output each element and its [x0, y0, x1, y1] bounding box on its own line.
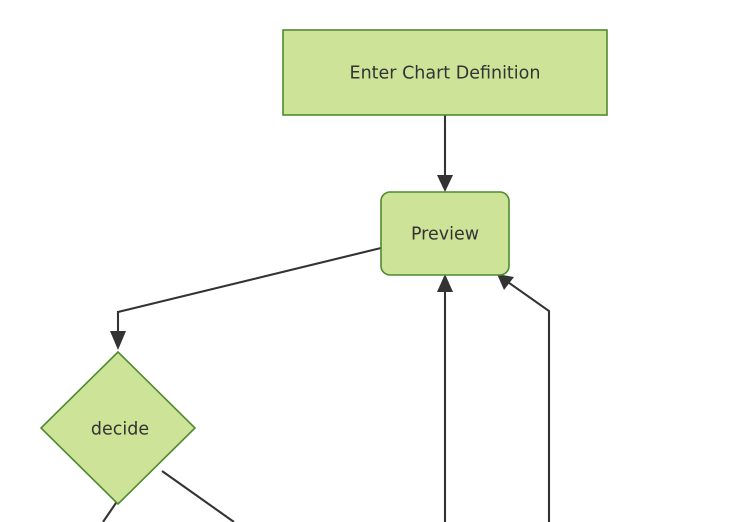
- node-label-enter-chart-definition: Enter Chart Definition: [350, 64, 541, 84]
- node-rounded-rectangle-shape: [380, 191, 510, 276]
- node-layer: Enter Chart Definition Preview decide: [39, 29, 608, 506]
- edge-decide-to-bottom-left[interactable]: [102, 499, 119, 522]
- node-decide[interactable]: decide: [39, 350, 197, 506]
- node-enter-chart-definition[interactable]: Enter Chart Definition: [282, 29, 608, 116]
- arrowhead-icon: [110, 331, 126, 350]
- edge-preview-to-decide[interactable]: [110, 246, 382, 350]
- edge-bottom-right-to-preview[interactable]: [497, 274, 551, 522]
- edge-line: [161, 470, 235, 522]
- edge-line: [116, 246, 382, 340]
- node-preview[interactable]: Preview: [380, 191, 510, 276]
- edge-enter-to-preview[interactable]: [437, 115, 453, 192]
- node-label-decide: decide: [91, 420, 149, 440]
- edge-line: [504, 279, 551, 522]
- node-rectangle-shape: [282, 29, 608, 116]
- edge-layer: [102, 115, 551, 522]
- edge-decide-to-bottom-right[interactable]: [161, 470, 235, 522]
- node-diamond-shape: [39, 350, 197, 506]
- node-label-preview: Preview: [411, 225, 479, 245]
- arrowhead-icon: [437, 274, 453, 292]
- edge-line: [102, 499, 119, 522]
- arrowhead-icon: [437, 175, 453, 192]
- arrowhead-icon: [497, 274, 514, 290]
- edge-bottom-center-to-preview[interactable]: [437, 274, 453, 522]
